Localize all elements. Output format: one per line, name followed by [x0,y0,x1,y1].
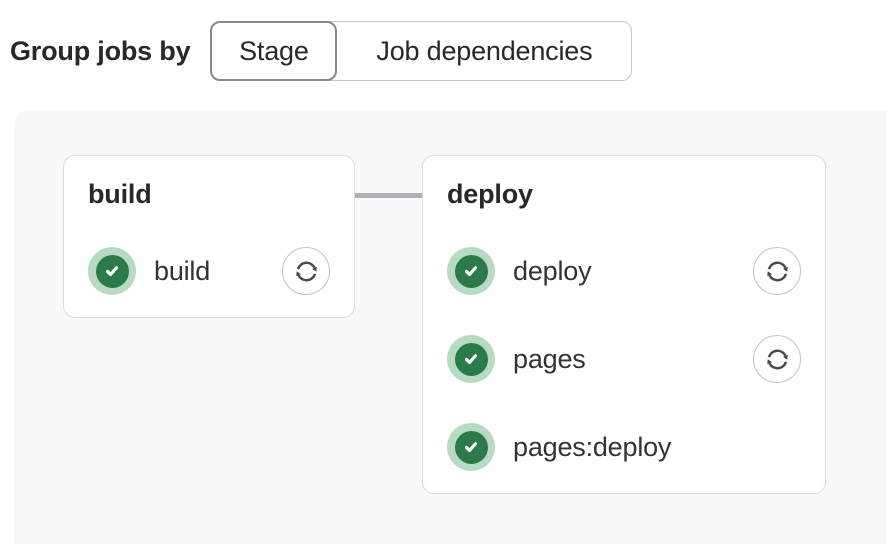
group-jobs-by-toggle: Stage Job dependencies [210,21,633,81]
group-jobs-by-bar: Group jobs by Stage Job dependencies [0,0,886,110]
toggle-option-stage[interactable]: Stage [210,21,338,81]
stage-connector-line [355,193,422,198]
status-success-icon [447,247,495,295]
retry-job-button[interactable] [753,247,801,295]
pipeline-graph-area: build build deploy [14,110,886,544]
check-icon [464,354,478,365]
stage-card-deploy: deploy deploy [422,155,826,494]
job-item-pages-deploy[interactable]: pages:deploy [447,423,801,471]
check-icon [105,266,119,277]
toggle-option-job-dependencies[interactable]: Job dependencies [337,22,632,80]
stage-title-build: build [88,179,152,209]
job-item-build[interactable]: build [88,247,330,295]
stage-card-build: build build [63,155,355,318]
retry-icon [766,349,788,369]
stage-title-deploy: deploy [447,179,533,209]
retry-icon [295,261,317,281]
check-icon [464,266,478,277]
retry-job-button[interactable] [282,247,330,295]
job-item-pages[interactable]: pages [447,335,801,383]
status-success-icon [447,335,495,383]
retry-job-button[interactable] [753,335,801,383]
job-name: deploy [513,255,592,286]
check-icon [464,442,478,453]
status-success-icon [88,247,136,295]
job-name: pages [513,343,586,374]
retry-icon [766,261,788,281]
status-success-icon [447,423,495,471]
job-name: build [154,255,211,286]
job-item-deploy[interactable]: deploy [447,247,801,295]
job-name: pages:deploy [513,431,672,462]
group-jobs-by-label: Group jobs by [10,35,191,66]
